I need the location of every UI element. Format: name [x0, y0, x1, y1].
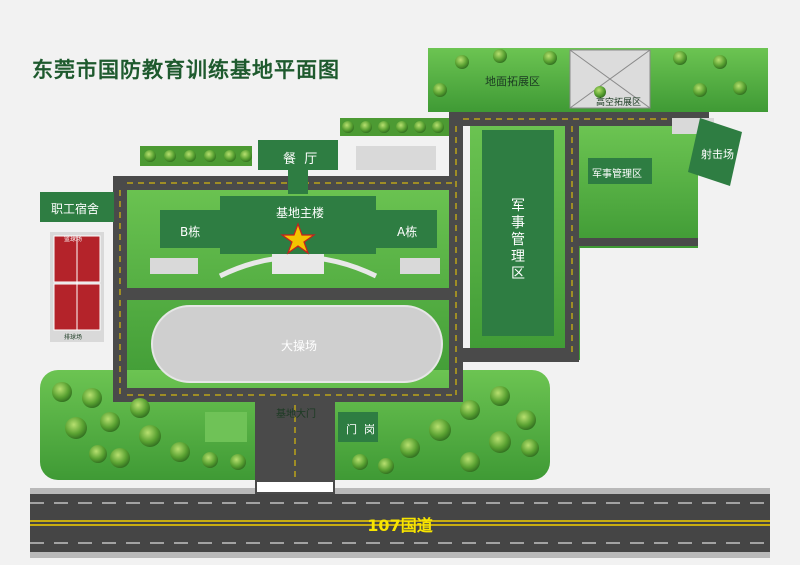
- label-building-b: B栋: [180, 225, 201, 239]
- label-main-gate: 基地大门: [276, 409, 316, 420]
- highway-label: 107国道: [367, 516, 433, 535]
- highway-107: [30, 488, 770, 558]
- canteen-building: [258, 140, 338, 194]
- label-building-a: A栋: [397, 225, 418, 239]
- label-guard-post: 门 岗: [346, 423, 375, 436]
- label-shooting-range: 射击场: [701, 148, 734, 161]
- label-playground: 大操场: [281, 339, 318, 353]
- guard-post-building: [338, 412, 378, 442]
- label-basketball-court: 篮球场: [64, 236, 83, 243]
- map-title: 东莞市国防教育训练基地平面图: [32, 58, 340, 82]
- ground-expansion-area: [428, 48, 768, 112]
- sports-courts: [50, 232, 104, 342]
- label-canteen: 餐 厅: [283, 152, 318, 167]
- staff-dormitory-building: [40, 192, 114, 222]
- label-ground-expansion: 地面拓展区: [485, 75, 540, 88]
- lawn-patch: [205, 412, 247, 442]
- military-mgmt-zone: [588, 158, 652, 184]
- shooting-range: [688, 118, 742, 186]
- label-military-mgmt-area: 军事管理区: [592, 169, 642, 180]
- label-high-altitude-expansion: 高空拓展区: [596, 98, 642, 108]
- military-mgmt-zone-vertical: [482, 130, 554, 336]
- label-volleyball-court: 排球场: [64, 334, 83, 341]
- trees: [52, 49, 747, 474]
- gate-crosswalk: [257, 482, 333, 492]
- label-military-mgmt-vertical: 军事管理区: [511, 198, 525, 282]
- parking-lots: [150, 118, 714, 274]
- road-markings: [119, 118, 705, 485]
- label-main-building: 基地主楼: [276, 206, 325, 220]
- label-staff-dormitory: 职工宿舍: [51, 202, 100, 216]
- playground: [151, 305, 443, 383]
- star-emblem: [280, 222, 316, 255]
